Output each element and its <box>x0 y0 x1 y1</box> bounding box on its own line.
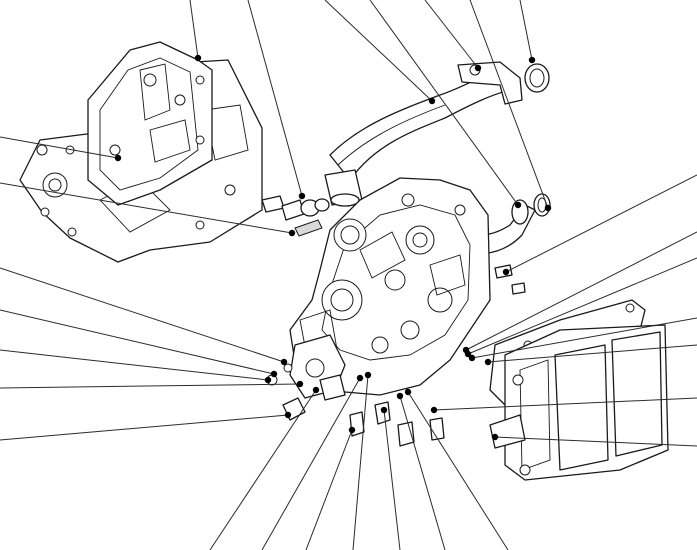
callout-dot-7 <box>528 56 536 64</box>
o-ring-top <box>524 63 550 93</box>
leader-line-23 <box>261 377 361 550</box>
leader-line-7 <box>519 0 533 61</box>
leader-line-14 <box>0 414 289 441</box>
leader-line-20 <box>433 397 697 411</box>
callout-dot-28 <box>404 388 412 396</box>
callout-dot-10 <box>280 358 288 366</box>
callout-dot-19 <box>484 358 492 366</box>
small-fittings <box>261 195 330 237</box>
callout-dot-17 <box>464 350 472 358</box>
callout-dot-25 <box>364 371 372 379</box>
callout-dot-27 <box>396 392 404 400</box>
leader-line-4 <box>369 0 519 206</box>
callout-dot-21 <box>491 433 499 441</box>
callout-dot-26 <box>380 406 388 414</box>
leader-line-6 <box>469 0 549 209</box>
leader-line-21 <box>494 436 697 447</box>
leader-line-27 <box>399 395 446 550</box>
callout-dot-12 <box>264 376 272 384</box>
callout-dot-18 <box>468 354 476 362</box>
leader-line-19 <box>487 344 697 363</box>
leader-line-22 <box>209 389 317 550</box>
callout-dot-2 <box>298 192 306 200</box>
leader-line-9 <box>0 182 293 234</box>
callout-dot-22 <box>312 386 320 394</box>
leader-line-5 <box>424 0 479 69</box>
leader-line-2 <box>247 0 303 197</box>
leader-line-8 <box>0 136 119 159</box>
callout-dot-4 <box>514 201 522 209</box>
callout-dot-9 <box>288 229 296 237</box>
callout-dot-24 <box>348 426 356 434</box>
leader-line-28 <box>407 391 509 550</box>
leader-line-10 <box>0 267 285 363</box>
leader-line-26 <box>383 409 401 550</box>
engine-front-housing <box>289 177 491 396</box>
callout-dot-13 <box>296 380 304 388</box>
callout-dot-3 <box>428 97 436 105</box>
leader-line-18 <box>471 317 697 359</box>
callout-dot-5 <box>474 64 482 72</box>
callout-dot-8 <box>114 154 122 162</box>
thermostat-housing <box>289 334 346 401</box>
adapter-plate <box>87 41 213 206</box>
leader-line-17 <box>467 257 697 355</box>
leader-line-16 <box>465 231 697 351</box>
callout-dot-20 <box>430 406 438 414</box>
leader-line-25 <box>352 374 369 550</box>
leader-line-12 <box>0 349 269 381</box>
leader-line-11 <box>0 309 275 375</box>
leader-line-3 <box>324 0 433 102</box>
leader-line-15 <box>505 174 697 273</box>
leader-line-1 <box>189 0 199 59</box>
leader-line-13 <box>0 383 301 389</box>
callout-dot-14 <box>284 411 292 419</box>
callout-dot-15 <box>502 268 510 276</box>
callout-dot-6 <box>544 204 552 212</box>
callout-dot-11 <box>270 370 278 378</box>
callout-dot-23 <box>356 374 364 382</box>
bolts <box>494 264 526 295</box>
o-ring-right <box>533 193 551 217</box>
callout-dot-1 <box>194 54 202 62</box>
oil-cooler <box>489 324 669 481</box>
coolant-hose <box>324 67 511 207</box>
leader-line-24 <box>305 429 353 550</box>
